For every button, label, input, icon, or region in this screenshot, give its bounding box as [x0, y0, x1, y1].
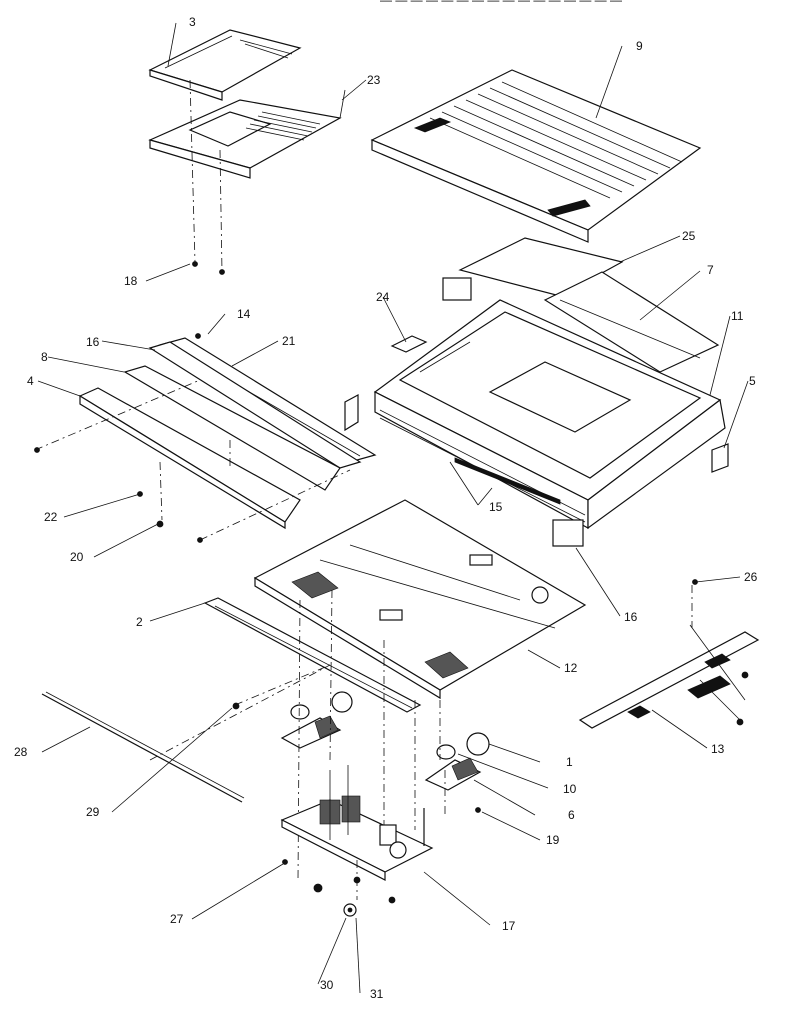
- part-4-front-panel: [78, 387, 301, 530]
- screw-18: [192, 261, 198, 267]
- header-fragment: — — — — — — — — — — — — — — — —: [380, 0, 622, 7]
- part-23-grille: [245, 111, 321, 141]
- callout-5: 5: [749, 374, 756, 388]
- callout-24: 24: [376, 290, 390, 304]
- callout-7: 7: [707, 263, 714, 277]
- part-12-base-plate: [253, 499, 587, 700]
- callout-17: 17: [502, 919, 516, 933]
- part-6-shield: [280, 715, 482, 791]
- callout-10: 10: [563, 782, 577, 796]
- callout-20: 20: [70, 550, 84, 564]
- callout-31: 31: [370, 987, 384, 1001]
- part-30-fastener: [343, 903, 357, 917]
- callout-16-top: 16: [86, 335, 100, 349]
- callout-16-bottom: 16: [624, 610, 638, 624]
- callout-1: 1: [566, 755, 573, 769]
- callout-11: 11: [731, 309, 744, 323]
- callout-18: 18: [124, 274, 138, 288]
- callout-23: 23: [367, 73, 381, 87]
- callout-3: 3: [189, 15, 196, 29]
- part-23-bracket: [148, 89, 346, 179]
- part-1-lamp: [331, 691, 490, 756]
- screw-18b: [219, 269, 225, 275]
- callout-21: 21: [282, 334, 296, 348]
- part-8-panel: [123, 365, 341, 491]
- part-17-control-board: [280, 765, 434, 881]
- callout-28: 28: [14, 745, 28, 759]
- part-11-housing: [373, 277, 726, 547]
- callout-30: 30: [320, 978, 334, 992]
- callout-14: 14: [237, 307, 251, 321]
- callout-19: 19: [546, 833, 560, 847]
- leader-lines: [37, 22, 749, 994]
- part-9-ribs: [429, 81, 683, 199]
- part-16-panel: [148, 341, 362, 469]
- callout-27: 27: [170, 912, 184, 926]
- part-9-top-panel: [370, 69, 702, 243]
- part-13-harness: [578, 624, 760, 729]
- part-2-strip: [203, 597, 422, 713]
- callout-13: 13: [711, 742, 725, 756]
- part-5-clip: [711, 443, 729, 473]
- callout-6: 6: [568, 808, 575, 822]
- side-bracket: [344, 393, 359, 432]
- callout-8: 8: [41, 350, 48, 364]
- callout-12: 12: [564, 661, 578, 675]
- callout-labels: 3 9 23 25 7 18 24 14 11 16 21 8 5 4 15 2…: [14, 15, 758, 1001]
- callout-26: 26: [744, 570, 758, 584]
- part-7-rail: [543, 271, 720, 373]
- part-24-pad: [390, 335, 428, 353]
- callout-15: 15: [489, 500, 503, 514]
- screw-29: [232, 702, 240, 710]
- callout-29: 29: [86, 805, 100, 819]
- callout-25: 25: [682, 229, 696, 243]
- callout-9: 9: [636, 39, 643, 53]
- callout-2: 2: [136, 615, 143, 629]
- callout-4: 4: [27, 374, 34, 388]
- screw-19: [475, 807, 481, 813]
- part-28-rod: [41, 693, 243, 803]
- part-3-cover: [148, 29, 302, 101]
- part-10-socket: [290, 704, 456, 760]
- screw-27: [282, 859, 288, 865]
- callout-22: 22: [44, 510, 58, 524]
